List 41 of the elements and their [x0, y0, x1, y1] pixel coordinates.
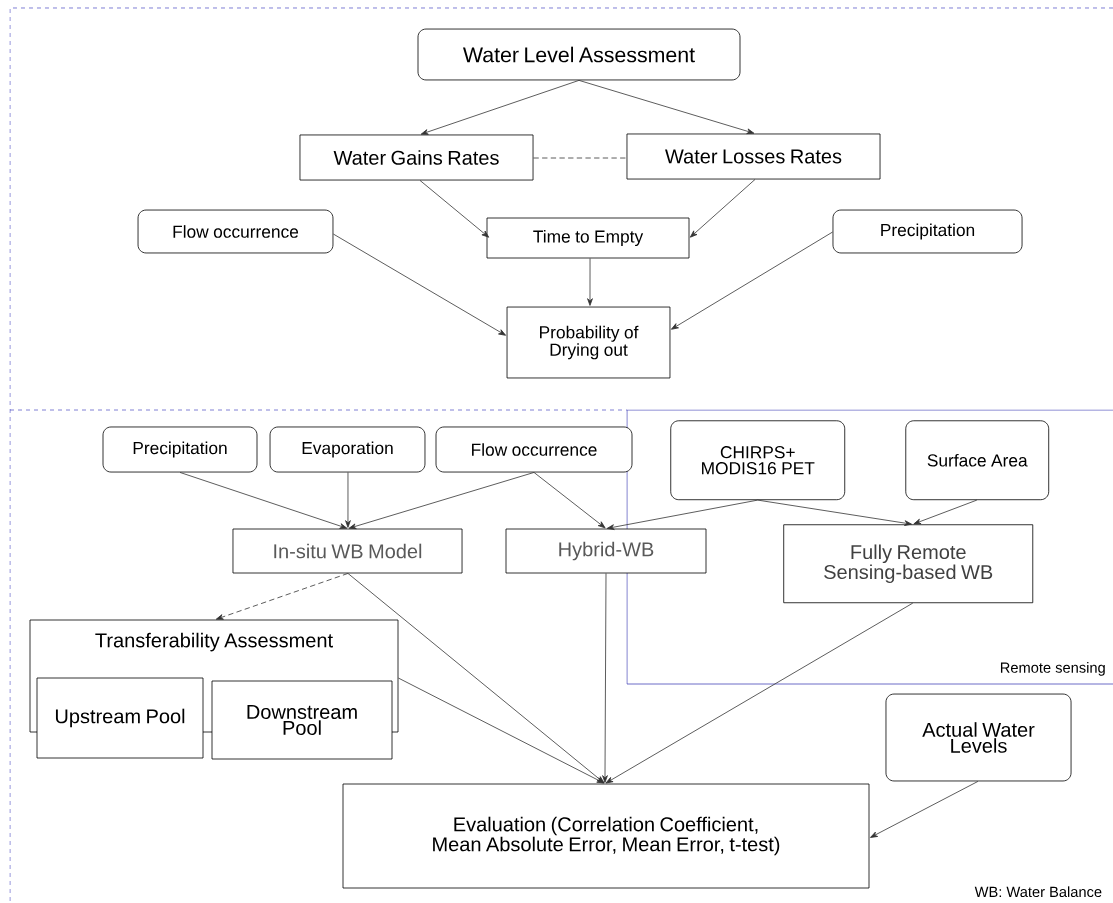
arrow	[398, 677, 605, 784]
output-box: Probability of Drying out	[506, 306, 671, 379]
input-box: Precipitation	[832, 209, 1023, 254]
arrow	[419, 180, 490, 238]
process-box: Water Losses Rates	[626, 133, 881, 180]
arrow	[348, 472, 535, 530]
arrow	[870, 781, 979, 838]
model-box: Fully Remote Sensing-based WB	[783, 524, 1034, 604]
arrow	[689, 179, 756, 238]
arrow	[345, 472, 351, 528]
process-box: Water Level Assessment	[417, 28, 741, 81]
pool-box: Upstream Pool	[36, 677, 204, 759]
input-box: Precipitation	[102, 426, 258, 473]
input-box: CHIRPS+ MODIS16 PET	[670, 420, 846, 501]
arrow	[179, 472, 348, 529]
process-box: Water Gains Rates	[299, 134, 534, 181]
arrow	[605, 602, 914, 784]
input-box: Flow occurrence	[137, 209, 334, 254]
arrow	[347, 573, 605, 784]
evaluation-box: Evaluation (Correlation Coefficient, Mean Absolute Error, Mean Error, t-test)	[342, 783, 870, 889]
arrow	[587, 258, 593, 306]
input-box: Evaporation	[269, 426, 426, 473]
arrow	[533, 472, 606, 529]
arrow	[606, 499, 759, 530]
process-box: Time to Empty	[486, 217, 690, 259]
arrow	[602, 573, 608, 783]
arrow	[578, 79, 755, 134]
pool-box: Downstream Pool	[211, 680, 393, 760]
note-text: WB: Water Balance	[974, 886, 1102, 898]
input-box: Actual Water Levels	[885, 693, 1072, 782]
arrow	[215, 573, 349, 620]
input-box: Surface Area	[905, 420, 1050, 501]
arrow	[913, 499, 978, 525]
arrow	[671, 231, 833, 330]
connector-line	[533, 157, 627, 159]
model-box: Hybrid-WB	[505, 528, 707, 574]
arrow	[757, 499, 912, 526]
model-box: In-situ WB Model	[232, 528, 463, 574]
input-box: Flow occurrence	[435, 426, 633, 473]
arrow	[420, 79, 580, 135]
arrow	[332, 233, 506, 336]
